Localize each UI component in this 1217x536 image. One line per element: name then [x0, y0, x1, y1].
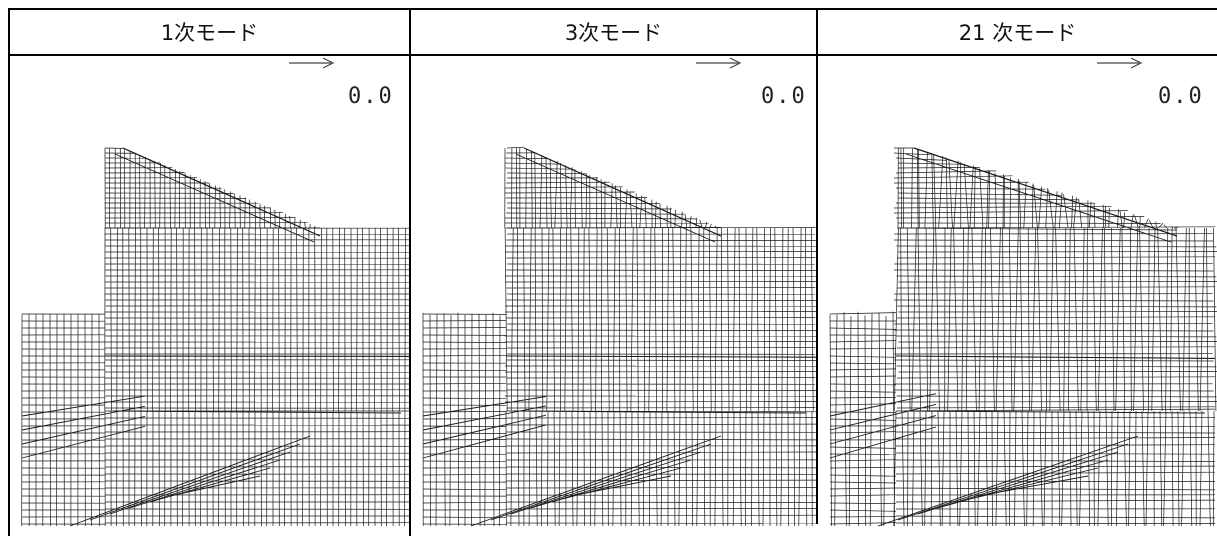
panel-title-3: 21 次モード	[958, 21, 1077, 45]
mode-panel-2: 0.0	[411, 56, 818, 536]
scale-arrow-icon	[696, 57, 742, 69]
panel-header-3: 21 次モード	[818, 8, 1217, 56]
panel-title-2: 3次モード	[564, 21, 663, 45]
panel-divider-2	[816, 56, 818, 524]
scale-label-3: 0.0	[1158, 84, 1204, 109]
scale-arrow-icon	[1097, 57, 1143, 69]
scale-arrow-icon	[289, 57, 335, 69]
panel-header-2: 3次モード	[411, 8, 818, 56]
scale-label-2: 0.0	[761, 84, 807, 109]
mode-panel-1: 0.0	[8, 56, 411, 536]
panel-title-1: 1次モード	[160, 21, 259, 45]
mesh-plot-1	[21, 147, 411, 527]
scale-label-1: 0.0	[348, 84, 394, 109]
mesh-plot-3	[829, 147, 1217, 527]
mesh-plot-2	[422, 146, 818, 527]
mode-panel-3: 0.0	[818, 56, 1217, 536]
panel-divider-1	[409, 56, 411, 536]
mode-shape-figure: 1次モード 3次モード 21 次モード 0.0 0.0 0.0	[8, 8, 1217, 536]
panel-header-1: 1次モード	[8, 8, 411, 56]
